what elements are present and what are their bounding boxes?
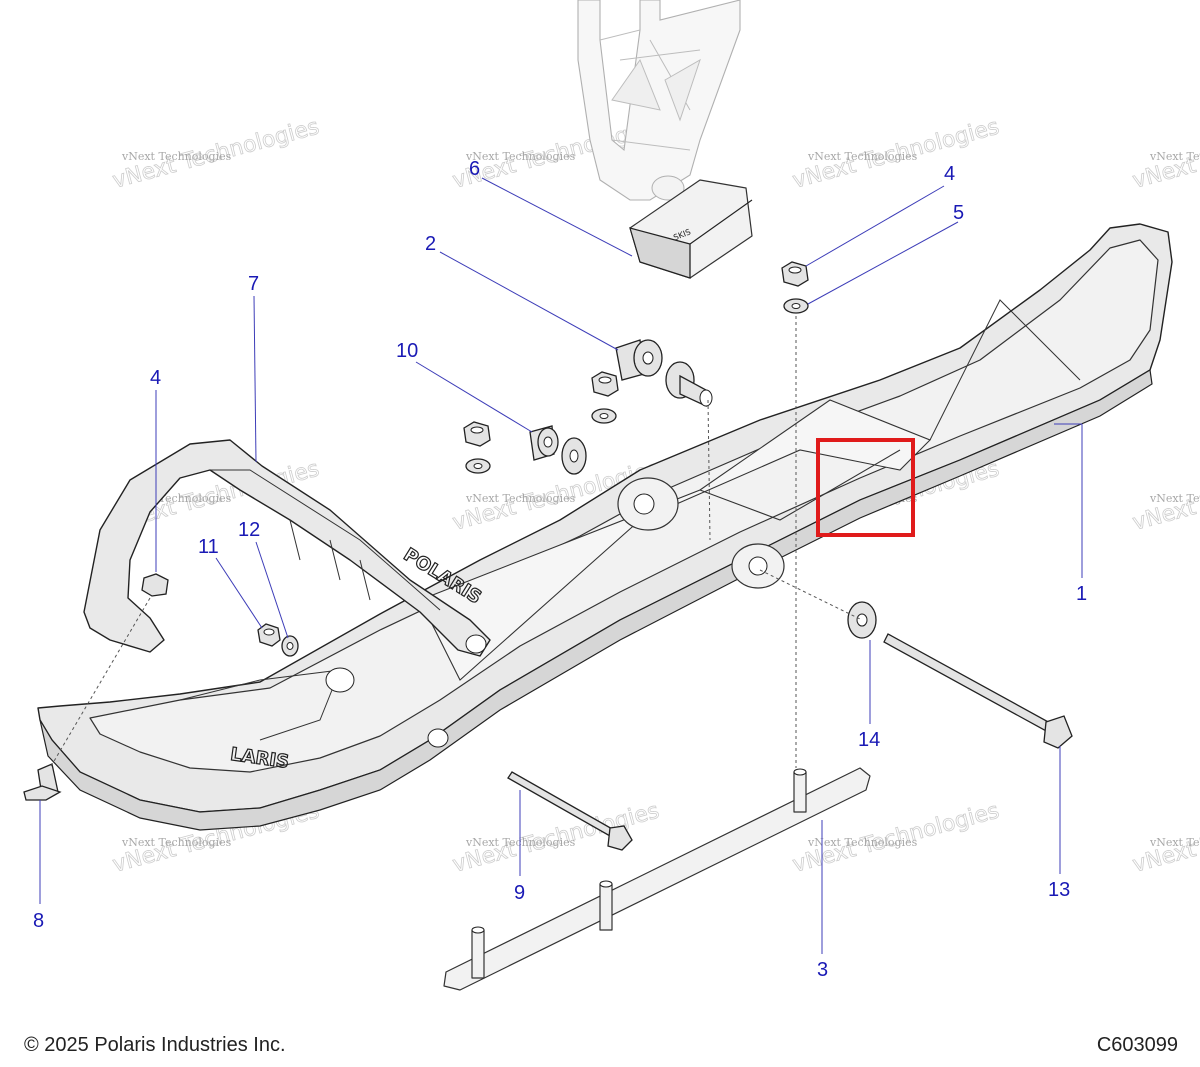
bolt-8 [23,763,62,801]
callout-6: 6 [469,158,480,180]
watermark-text: vNext Technologies [121,836,232,849]
callout-12: 12 [238,519,260,541]
callout-8: 8 [33,910,44,932]
callout-13: 13 [1048,879,1070,901]
watermark-text: vNext Technologies [807,150,918,163]
nut-11 [257,623,281,647]
watermark-text: vNext Technologies [465,492,576,505]
bolt-9 [507,771,633,851]
callout-11: 11 [198,536,219,558]
bushing-10 [529,425,587,475]
watermark-text: vNext Technologies [807,836,918,849]
ski-saddle: SKIS [629,179,753,279]
washer-12 [281,635,299,657]
washer-5 [783,298,809,314]
callout-3: 3 [817,959,828,981]
bushing-2 [615,339,713,408]
figure-id: C603099 [1096,1034,1178,1056]
callout-10: 10 [396,340,418,362]
leader-lines [39,177,1083,954]
watermark-text: vNext Technologies [1149,150,1200,163]
watermark-text: vNext Technologies [121,150,232,163]
callout-4: 4 [150,367,161,389]
callout-7: 7 [248,273,259,295]
callout-4: 4 [944,163,955,185]
assembly-lines [49,316,863,769]
callout-14: 14 [858,729,880,751]
copyright-notice: © 2025 Polaris Industries Inc. [24,1034,286,1056]
nut-4-upper [781,261,809,287]
callout-9: 9 [514,882,525,904]
bolt-13 [883,633,1073,749]
nut-4-handle [141,573,169,597]
callout-2: 2 [425,233,436,255]
watermark-text: vNext Technologies [1149,492,1200,505]
nut-upper-row [463,371,619,474]
wear-bar [443,767,871,991]
spindle-ghost [577,0,741,201]
callout-labels: 1 2 3 4 4 5 6 7 8 9 10 11 12 13 14 [33,158,1087,981]
callout-1: 1 [1076,583,1087,605]
ski-body: LARIS [37,223,1173,831]
highlight-box [816,438,915,537]
watermark-text: vNext Technologies [1149,836,1200,849]
watermark-text: vNext Technologies [465,150,576,163]
washer-14 [847,601,877,639]
callout-5: 5 [953,202,964,224]
